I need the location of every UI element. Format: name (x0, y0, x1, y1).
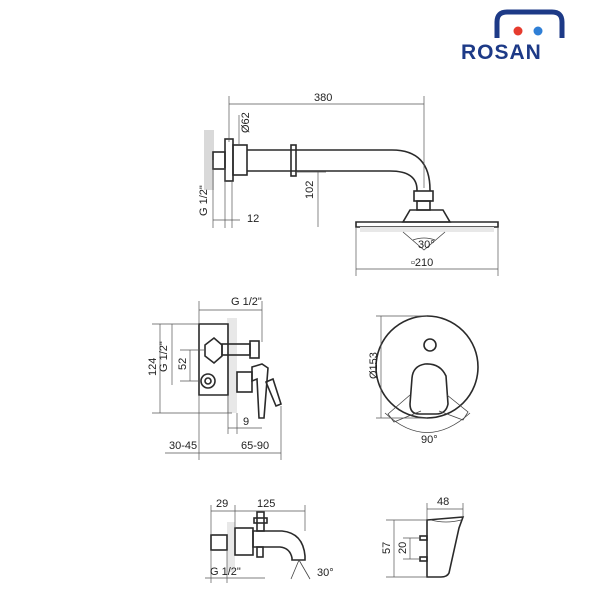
dim-spout-thread: G 1/2" (210, 566, 241, 578)
dim-valve-side-thread: G 1/2" (158, 341, 170, 372)
dim-valve-height: 124 (147, 358, 159, 376)
holder-view: 48 57 20 (381, 496, 465, 578)
dim-wall-offset: 12 (247, 213, 259, 225)
dim-plate-dia: Ø153 (368, 352, 380, 379)
dim-arm-thread: G 1/2" (198, 185, 210, 216)
rosan-logo: ROSAN (461, 9, 565, 64)
dim-valve-center: 52 (177, 358, 189, 370)
logo-wordmark: ROSAN (461, 41, 542, 64)
dim-flange-dia: Ø62 (240, 112, 252, 133)
dim-spout-29: 29 (216, 498, 228, 510)
dim-holder-57: 57 (381, 542, 393, 554)
dim-valve-9: 9 (243, 416, 249, 428)
shower-arm-view: 30° 380 Ø62 G 1/2" 12 102 ▫210 (198, 92, 499, 276)
dim-depth-b: 65-90 (241, 440, 269, 452)
dim-holder-20: 20 (397, 542, 409, 554)
cover-plate-front-view: 90° Ø153 (368, 315, 479, 446)
dim-arm-length: 380 (314, 92, 332, 104)
dim-spray-angle: 30° (418, 239, 435, 251)
dim-spout-125: 125 (257, 498, 275, 510)
dim-depth-a: 30-45 (169, 440, 197, 452)
dim-holder-48: 48 (437, 496, 449, 508)
dim-spout-angle: 30° (317, 567, 334, 579)
dim-drop-height: 102 (304, 181, 316, 199)
spout-view: 30° 29 125 G 1/2" (205, 498, 334, 583)
dim-head-size: ▫210 (411, 257, 433, 269)
dim-valve-thread: G 1/2" (231, 296, 262, 308)
dim-lever-angle: 90° (421, 434, 438, 446)
valve-side-view: G 1/2" 124 G 1/2" 52 9 30-45 65-90 (147, 296, 282, 460)
